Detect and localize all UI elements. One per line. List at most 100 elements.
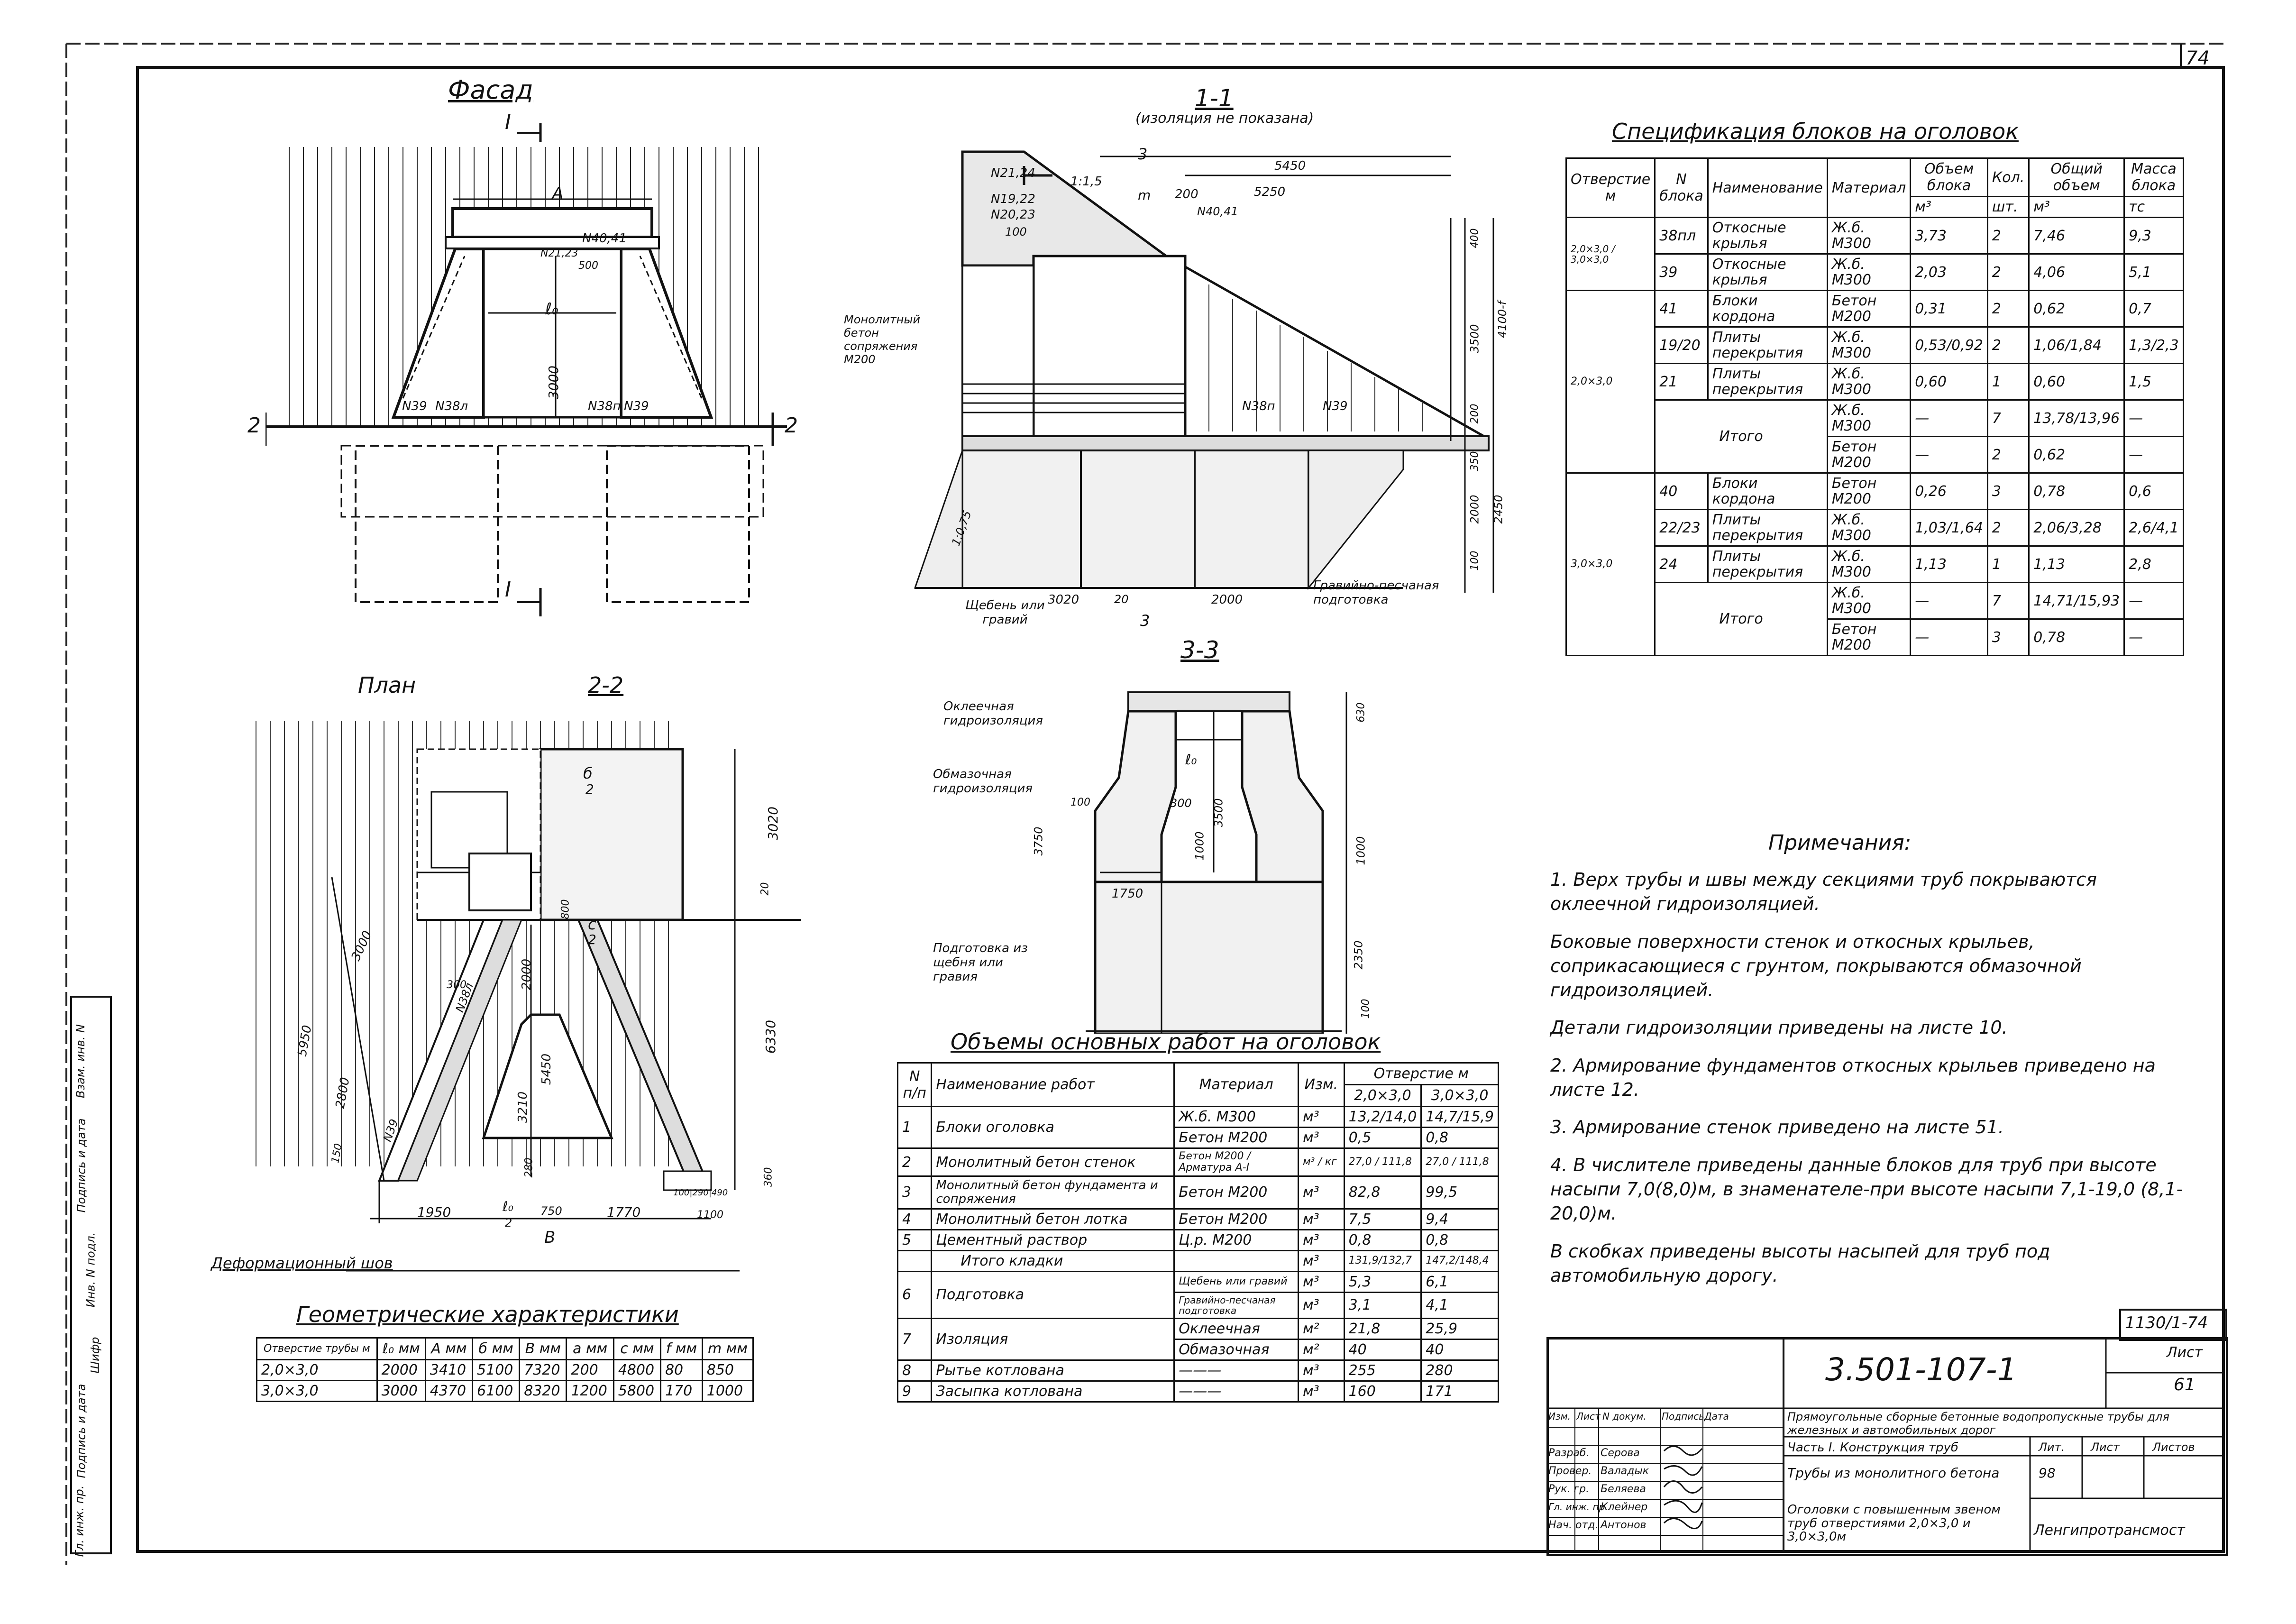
cell: 2 xyxy=(1986,509,2030,547)
spec-h-name: Наименование xyxy=(1707,157,1828,218)
s11-n39: N39 xyxy=(1323,399,1348,413)
side-stamp: Гл. инж. пр. Подпись и дата Шифр Инв. N … xyxy=(70,996,112,1557)
cell: 0,8 xyxy=(1420,1127,1499,1149)
cell: 0,8 xyxy=(1343,1229,1422,1251)
cell: Ж.б. М300 xyxy=(1826,326,1912,364)
cell: Монолитный бетон лотка xyxy=(931,1208,1175,1230)
cell: Цементный раствор xyxy=(931,1229,1175,1251)
cell: Блоки оголовка xyxy=(931,1106,1175,1149)
cell: 1,3/2,3 xyxy=(2123,326,2184,364)
cell: 2000 xyxy=(376,1359,426,1381)
s11-d3500: 3500 xyxy=(1468,324,1482,353)
cell: 1,03/1,64 xyxy=(1910,509,1988,547)
cell: Бетон М200 xyxy=(1826,618,1912,656)
s11-n1922: N19,22 xyxy=(991,192,1035,206)
s33-d2350: 2350 xyxy=(1352,940,1365,970)
cell: 170 xyxy=(659,1380,703,1402)
cell: 280 xyxy=(1420,1359,1499,1382)
note-2: 2. Армирование фундаментов откосных крыл… xyxy=(1550,1055,2156,1101)
cell: 5,3 xyxy=(1343,1270,1422,1293)
cell: м³ xyxy=(1297,1291,1345,1319)
stamp-name-4: Антонов xyxy=(1601,1519,1647,1531)
cell: 22/23 xyxy=(1654,509,1709,547)
stamp-head-4: Дата xyxy=(1704,1411,1729,1422)
cell: Ж.б. М300 xyxy=(1826,545,1912,583)
vol-h-mat: Материал xyxy=(1173,1062,1299,1107)
facade-h3000: 3000 xyxy=(546,365,562,400)
s11-d350: 350 xyxy=(1469,451,1481,471)
stamp-name-1: Валадык xyxy=(1601,1465,1649,1477)
spec-h-count: Кол. xyxy=(1986,157,2030,197)
stamp-head-0: Изм. xyxy=(1548,1411,1571,1422)
cell: 39 xyxy=(1654,253,1709,291)
s11-d100b: 100 xyxy=(1469,551,1481,571)
note-3: 3. Армирование стенок приведено на листе… xyxy=(1550,1117,2004,1138)
cell: Итого кладки xyxy=(931,1249,1175,1272)
plan-e0: ℓ₀ xyxy=(503,1199,513,1214)
side-stamp-5: Взам. инв. N xyxy=(73,1024,87,1098)
cell: 4370 xyxy=(424,1380,474,1402)
cell: 1000 xyxy=(701,1380,754,1402)
cell: м² xyxy=(1297,1317,1345,1340)
s33-paste: Оклеечная гидроизоляция xyxy=(943,699,1043,728)
facade-n39-left: N39 xyxy=(402,399,427,413)
cell: 27,0 / 111,8 xyxy=(1343,1147,1422,1177)
cell: Итого xyxy=(1654,582,1828,656)
cell: 27,0 / 111,8 xyxy=(1420,1147,1499,1177)
cell: Бетон М200 xyxy=(1173,1127,1299,1149)
facade-n2123: N21,23 xyxy=(540,248,578,259)
cell: 7320 xyxy=(519,1359,567,1381)
stamp-subject: Трубы из монолитного бетона xyxy=(1787,1465,2000,1481)
stamp-head-2: N докум. xyxy=(1602,1411,1647,1422)
vol-h-c2: 3,0×3,0 xyxy=(1420,1084,1499,1107)
s33-d3750: 3750 xyxy=(1032,826,1045,856)
cell: м³ xyxy=(1297,1229,1345,1251)
geometry-title: Геометрические характеристики xyxy=(296,1302,679,1327)
plan-d5450: 5450 xyxy=(540,1053,554,1085)
vol-h-name: Наименование работ xyxy=(931,1062,1175,1107)
plan-d6330: 6330 xyxy=(763,1019,779,1054)
s11-monolith: Монолитный бетон сопряжения M200 xyxy=(844,313,920,366)
cell: 4,1 xyxy=(1420,1291,1499,1319)
code-box xyxy=(2119,1309,2227,1341)
cell: Ж.б. М300 xyxy=(1826,253,1912,291)
s11-d200: 200 xyxy=(1175,187,1198,202)
cell: Засыпка котлована xyxy=(931,1380,1175,1403)
cell: м³ xyxy=(1297,1127,1345,1149)
stamp-col-lit: Лит. xyxy=(2039,1440,2065,1454)
s11-slope: 1:1,5 xyxy=(1070,174,1102,189)
cell: 2,6/4,1 xyxy=(2123,509,2184,547)
spec-h-total: Общий объем xyxy=(2028,157,2125,197)
cell: Оклеечная xyxy=(1173,1317,1299,1340)
cell: 9 xyxy=(896,1380,933,1403)
s11-m: m xyxy=(1138,187,1151,203)
plan-d300: 300 xyxy=(447,979,467,991)
cell: Ж.б. М300 xyxy=(1826,582,1912,620)
cell: Ж.б. М300 xyxy=(1826,363,1912,401)
cell: 0,26 xyxy=(1910,472,1988,510)
s33-d630: 630 xyxy=(1355,702,1367,723)
cell: Плиты перекрытия xyxy=(1707,363,1828,401)
cell: м³ xyxy=(1297,1359,1345,1382)
plan-b2: 2 xyxy=(585,781,594,797)
cell: Рытье котлована xyxy=(931,1359,1175,1382)
plan-drawing xyxy=(256,721,801,1272)
facade-n39-right: N39 xyxy=(624,399,649,413)
vol-h-opening: Отверстие м xyxy=(1343,1062,1500,1085)
cell: Подготовка xyxy=(931,1270,1175,1319)
cell: 82,8 xyxy=(1343,1175,1422,1210)
geo-h-8: m мм xyxy=(701,1337,754,1360)
cell: м³ xyxy=(1297,1208,1345,1230)
cell: 0,78 xyxy=(2028,472,2125,510)
spec-u-tc: тс xyxy=(2123,196,2184,218)
cell: 5 xyxy=(896,1229,933,1251)
corner-number: 74 xyxy=(2186,47,2210,69)
geo-h-2: A мм xyxy=(424,1337,474,1360)
s33-base: Подготовка из щебня или гравия xyxy=(933,941,1028,984)
s11-n38p: N38п xyxy=(1242,399,1275,413)
